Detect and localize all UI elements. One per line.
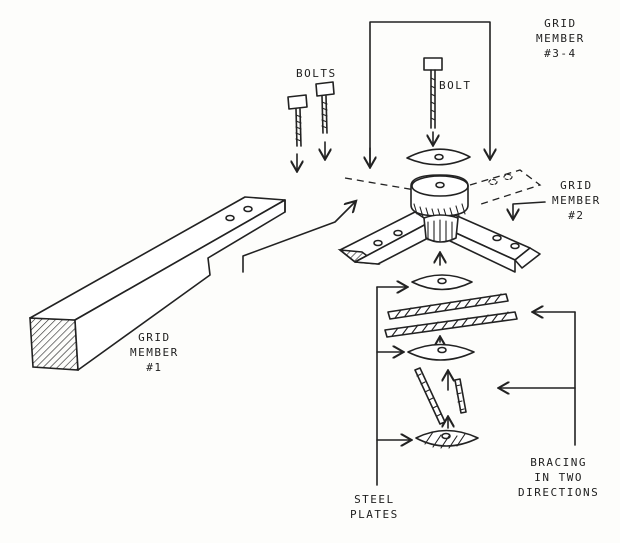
label-line: GRID <box>138 331 171 344</box>
label-grid-member-1: GRID MEMBER #1 <box>130 330 179 375</box>
label-bolts-text: BOLTS <box>296 67 337 80</box>
label-steel-plates: STEEL PLATES <box>350 492 399 522</box>
label-line: #1 <box>146 361 163 374</box>
label-line: MEMBER <box>536 32 585 45</box>
label-line: PLATES <box>350 508 399 521</box>
top-steel-plate <box>406 148 471 166</box>
label-grid-member-2: GRID MEMBER #2 <box>552 178 601 223</box>
label-bolt-text: BOLT <box>439 79 472 92</box>
label-line: BRACING <box>530 456 588 469</box>
grid-member-2-right <box>444 214 541 273</box>
beam-bolt-hole <box>225 214 235 222</box>
middle-steel-plate <box>411 274 473 291</box>
label-line: #3-4 <box>544 47 577 60</box>
bottom-steel-plate <box>415 429 479 449</box>
steel-plates-bracket <box>376 287 410 486</box>
label-line: MEMBER <box>552 194 601 207</box>
label-line: #2 <box>568 209 585 222</box>
beam-bolt-hole <box>243 205 253 213</box>
label-line: GRID <box>560 179 593 192</box>
bolt-pair <box>287 81 335 170</box>
label-line: DIRECTIONS <box>518 486 600 499</box>
label-line: GRID <box>544 17 577 30</box>
lower-bracing-bars <box>414 367 467 425</box>
label-grid-member-3-4: GRID MEMBER #3-4 <box>536 16 585 61</box>
label-bracing: BRACING IN TWO DIRECTIONS <box>518 455 599 500</box>
bracing-bracket <box>500 312 576 446</box>
central-hub <box>410 174 469 243</box>
bracket-member-3-4 <box>369 21 490 166</box>
grid-member-2-left <box>337 211 433 265</box>
label-bolts: BOLTS <box>296 66 337 81</box>
insert-arrow-member-1 <box>242 202 355 273</box>
arrow-member-2 <box>513 201 546 218</box>
third-steel-plate <box>407 343 475 361</box>
label-bolt: BOLT <box>439 78 472 93</box>
dashed-member-4 <box>469 169 542 206</box>
center-bolt <box>423 57 443 144</box>
label-line: STEEL <box>354 493 395 506</box>
grid-member-1-beam <box>29 196 286 371</box>
upper-bracing-bars <box>384 293 518 338</box>
label-line: MEMBER <box>130 346 179 359</box>
dashed-member-3 <box>344 177 416 191</box>
label-line: IN TWO <box>534 471 583 484</box>
